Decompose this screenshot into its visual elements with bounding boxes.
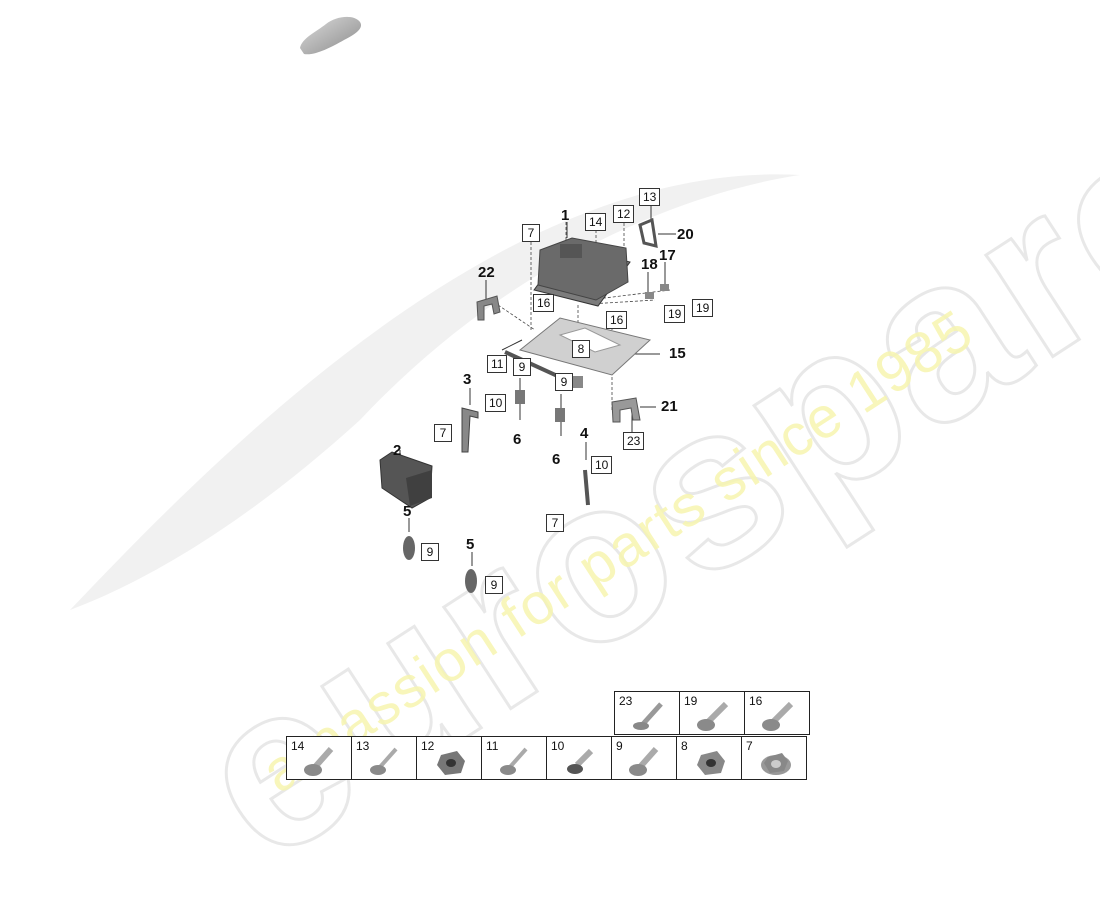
callout-box[interactable]: 8 — [572, 340, 590, 358]
bolt-washer-icon — [633, 702, 663, 730]
callout-box[interactable]: 10 — [485, 394, 507, 412]
callout-box[interactable]: 10 — [591, 456, 613, 474]
flange-nut-icon — [697, 751, 725, 775]
pan-head-screw-icon — [500, 747, 528, 775]
callout-box[interactable]: 9 — [555, 373, 573, 391]
pan-head-screw-icon — [370, 747, 398, 775]
callout-label[interactable]: 4 — [580, 425, 589, 442]
hardware-cell[interactable]: 7 — [741, 736, 807, 780]
callout-box[interactable]: 19 — [692, 299, 714, 317]
callout-box[interactable]: 16 — [533, 294, 555, 312]
callout-label[interactable]: 22 — [478, 264, 495, 281]
callout-label[interactable]: 5 — [466, 536, 475, 553]
callout-box[interactable]: 16 — [606, 311, 628, 329]
hardware-cell[interactable]: 10 — [546, 736, 612, 780]
callout-label[interactable]: 15 — [669, 345, 686, 362]
callout-box[interactable]: 9 — [421, 543, 439, 561]
hex-nut-icon — [437, 751, 465, 775]
callout-box[interactable]: 11 — [487, 355, 508, 373]
callout-box[interactable]: 7 — [546, 514, 564, 532]
callout-box[interactable]: 12 — [613, 205, 635, 223]
callout-box[interactable]: 19 — [664, 305, 686, 323]
watermark-swoosh — [70, 174, 800, 610]
pan-head-screw-icon — [629, 747, 659, 776]
hardware-table-top: 23 19 16 — [614, 691, 810, 735]
callout-label[interactable]: 17 — [659, 247, 676, 264]
callout-label[interactable]: 6 — [552, 451, 561, 468]
pan-head-screw-icon — [762, 701, 794, 731]
hardware-table-bottom: 14 13 12 11 10 9 8 7 — [286, 736, 807, 780]
callout-box[interactable]: 13 — [639, 188, 661, 206]
callout-label[interactable]: 5 — [403, 503, 412, 520]
car-silhouette-icon[interactable] — [296, 10, 364, 58]
callout-label[interactable]: 20 — [677, 226, 694, 243]
hardware-cell[interactable]: 14 — [286, 736, 352, 780]
callout-label[interactable]: 18 — [641, 256, 658, 273]
callout-box[interactable]: 7 — [522, 224, 540, 242]
hardware-cell[interactable]: 13 — [351, 736, 417, 780]
callout-box[interactable]: 7 — [434, 424, 452, 442]
hardware-cell[interactable]: 12 — [416, 736, 482, 780]
callout-box[interactable]: 14 — [585, 213, 607, 231]
flange-bolt-icon — [567, 748, 594, 774]
callout-box[interactable]: 23 — [623, 432, 645, 450]
parts-diagram: eurospares a passion for parts since 198… — [70, 0, 1100, 910]
hardware-cell[interactable]: 11 — [481, 736, 547, 780]
pan-head-screw-icon — [697, 701, 729, 731]
hardware-cell[interactable]: 23 — [614, 691, 680, 735]
hardware-cell[interactable]: 16 — [744, 691, 810, 735]
callout-label[interactable]: 2 — [393, 442, 402, 459]
hardware-cell[interactable]: 9 — [611, 736, 677, 780]
callout-label[interactable]: 6 — [513, 431, 522, 448]
callout-box[interactable]: 9 — [485, 576, 503, 594]
callout-label[interactable]: 21 — [661, 398, 678, 415]
callout-label[interactable]: 3 — [463, 371, 472, 388]
component-drawings — [379, 205, 676, 593]
callout-label[interactable]: 1 — [561, 207, 570, 224]
hardware-cell[interactable]: 8 — [676, 736, 742, 780]
callout-box[interactable]: 9 — [513, 358, 531, 376]
hardware-cell[interactable]: 19 — [679, 691, 745, 735]
pan-head-screw-icon — [304, 747, 334, 776]
flange-nut-icon — [761, 753, 791, 775]
